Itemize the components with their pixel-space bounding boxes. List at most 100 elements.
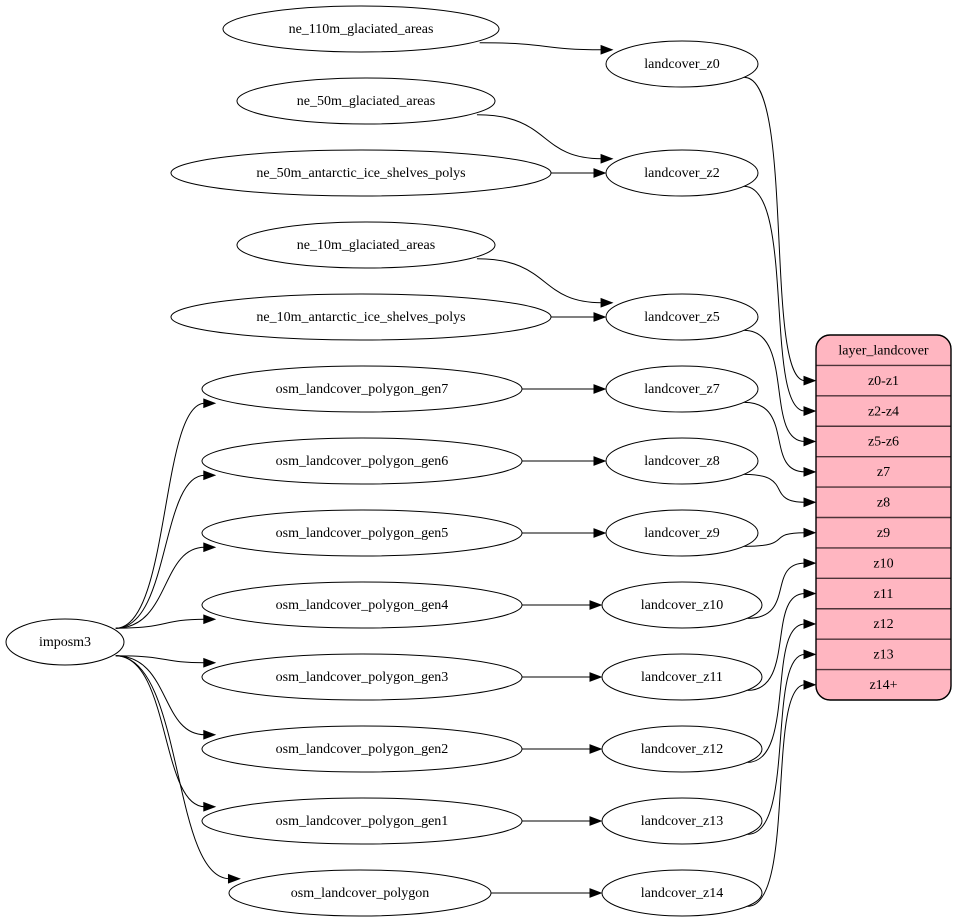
node-label: landcover_z7 (644, 382, 719, 397)
node-label: landcover_z8 (644, 454, 719, 469)
node-label: imposm3 (39, 635, 91, 650)
node-landcover-z7[interactable]: landcover_z7 (605, 365, 759, 413)
record-table[interactable]: layer_landcover z0-z1 z2-z4 z5-z6 z7 z8 z9 z10 z… (815, 334, 952, 701)
node-label: ne_50m_glaciated_areas (297, 94, 435, 109)
edge-landcover-z0-to-layer-landcover-z0-z1 (744, 76, 817, 386)
node-ne-10m-glaciated-areas[interactable]: ne_10m_glaciated_areas (236, 221, 496, 269)
node-osm-landcover-polygon-gen6[interactable]: osm_landcover_polygon_gen6 (201, 437, 523, 485)
node-osm-landcover-polygon-gen1[interactable]: osm_landcover_polygon_gen1 (201, 797, 523, 845)
record-row-label: z0-z1 (868, 374, 899, 389)
node-ne-10m-antarctic-ice-shelves-polys[interactable]: ne_10m_antarctic_ice_shelves_polys (170, 293, 552, 341)
edge-osm-landcover-polygon-gen2-to-landcover-z12 (521, 744, 603, 754)
edge-imposm3-to-osm-landcover-polygon-gen6 (115, 470, 217, 629)
node-label: landcover_z5 (644, 310, 719, 325)
edge-ne-50m-antarctic-ice-shelves-polys-to-landcover-z2 (551, 168, 607, 178)
record-row-z13[interactable]: z13 (816, 638, 951, 663)
edge-landcover-z12-to-layer-landcover-z12 (747, 619, 817, 763)
record-row-z12[interactable]: z12 (816, 608, 951, 632)
record-row-label: z9 (877, 526, 890, 541)
node-label: osm_landcover_polygon_gen2 (276, 742, 449, 757)
edge-osm-landcover-polygon-gen3-to-landcover-z11 (522, 672, 603, 682)
edge-imposm3-to-osm-landcover-polygon-gen2 (115, 655, 217, 740)
edge-landcover-z13-to-layer-landcover-z13 (747, 649, 817, 835)
edge-osm-landcover-polygon-gen6-to-landcover-z8 (522, 456, 607, 466)
record-row-label: z10 (873, 556, 893, 571)
edge-ne-50m-glaciated-areas-to-landcover-z2 (476, 114, 614, 164)
node-landcover-z8[interactable]: landcover_z8 (605, 437, 759, 485)
record-header-label: layer_landcover (838, 343, 929, 358)
node-label: osm_landcover_polygon (291, 886, 429, 901)
record-row-label: z14+ (869, 678, 897, 693)
node-landcover-z12[interactable]: landcover_z12 (601, 725, 763, 773)
edge-landcover-z14-to-layer-landcover-z14- (747, 679, 817, 907)
node-osm-landcover-polygon-gen2[interactable]: osm_landcover_polygon_gen2 (201, 725, 523, 773)
node-landcover-z2[interactable]: landcover_z2 (605, 149, 759, 197)
node-landcover-z11[interactable]: landcover_z11 (601, 653, 763, 701)
node-label: osm_landcover_polygon_gen4 (276, 598, 449, 613)
node-label: osm_landcover_polygon_gen3 (276, 670, 449, 685)
edge-osm-landcover-polygon-gen7-to-landcover-z7 (522, 384, 607, 394)
node-landcover-z10[interactable]: landcover_z10 (601, 581, 763, 629)
edge-imposm3-to-osm-landcover-polygon-gen3 (115, 655, 217, 668)
record-row-z10[interactable]: z10 (816, 547, 951, 571)
edge-landcover-z5-to-layer-landcover-z5-z6 (744, 329, 817, 447)
node-label: osm_landcover_polygon_gen1 (276, 814, 449, 829)
edge-imposm3-to-osm-landcover-polygon-gen4 (115, 614, 217, 629)
edge-ne-10m-antarctic-ice-shelves-polys-to-landcover-z5 (551, 312, 607, 322)
record-row-z8[interactable]: z8 (816, 486, 951, 511)
edge-imposm3-to-osm-landcover-polygon (115, 655, 241, 884)
node-label: landcover_z11 (641, 670, 723, 685)
edge-imposm3-to-osm-landcover-polygon-gen7 (115, 398, 217, 629)
node-label: landcover_z10 (641, 598, 723, 613)
record-row-label: z13 (873, 648, 893, 663)
node-label: osm_landcover_polygon_gen7 (276, 382, 449, 397)
node-landcover-z0[interactable]: landcover_z0 (605, 40, 759, 88)
node-label: landcover_z13 (641, 814, 723, 829)
node-label: landcover_z0 (644, 57, 719, 72)
node-landcover-z14[interactable]: landcover_z14 (601, 869, 763, 917)
record-row-z9[interactable]: z9 (816, 516, 951, 541)
node-label: landcover_z12 (641, 742, 723, 757)
record-row-z7[interactable]: z7 (816, 455, 951, 480)
edge-ne-10m-glaciated-areas-to-landcover-z5 (476, 258, 614, 308)
node-label: ne_50m_antarctic_ice_shelves_polys (256, 166, 465, 181)
node-label: landcover_z9 (644, 526, 719, 541)
node-osm-landcover-polygon-gen4[interactable]: osm_landcover_polygon_gen4 (201, 581, 523, 629)
node-osm-landcover-polygon[interactable]: osm_landcover_polygon (228, 869, 492, 917)
node-ne-110m-glaciated-areas[interactable]: ne_110m_glaciated_areas (222, 5, 500, 53)
node-landcover-z9[interactable]: landcover_z9 (605, 509, 759, 557)
node-ne-50m-antarctic-ice-shelves-polys[interactable]: ne_50m_antarctic_ice_shelves_polys (170, 149, 552, 197)
node-osm-landcover-polygon-gen3[interactable]: osm_landcover_polygon_gen3 (201, 653, 523, 701)
node-osm-landcover-polygon-gen5[interactable]: osm_landcover_polygon_gen5 (201, 509, 523, 557)
node-label: osm_landcover_polygon_gen5 (276, 526, 449, 541)
node-label: ne_110m_glaciated_areas (289, 22, 434, 37)
node-imposm3[interactable]: imposm3 (5, 618, 125, 666)
record-row-z11[interactable]: z11 (816, 577, 951, 602)
edge-landcover-z9-to-layer-landcover-z9 (744, 527, 817, 547)
edge-osm-landcover-polygon-gen1-to-landcover-z13 (522, 816, 603, 826)
node-landcover-z13[interactable]: landcover_z13 (601, 797, 763, 845)
node-label: ne_10m_antarctic_ice_shelves_polys (256, 310, 465, 325)
record-row-z5-z6[interactable]: z5-z6 (816, 425, 951, 450)
node-label: osm_landcover_polygon_gen6 (276, 454, 449, 469)
record-row-label: z8 (877, 496, 890, 511)
record-row-label: z12 (873, 617, 893, 632)
record-row-z0-z1[interactable]: z0-z1 (816, 364, 951, 389)
node-osm-landcover-polygon-gen7[interactable]: osm_landcover_polygon_gen7 (201, 365, 523, 413)
node-landcover-z5[interactable]: landcover_z5 (605, 293, 759, 341)
edge-osm-landcover-polygon-to-landcover-z14 (490, 888, 603, 898)
record-row-label: z2-z4 (868, 404, 899, 419)
record-row-label: z7 (877, 465, 890, 480)
edge-ne-110m-glaciated-areas-to-landcover-z0 (479, 42, 614, 55)
record-row-z14-[interactable]: z14+ (816, 668, 951, 693)
record-row-z2-z4[interactable]: z2-z4 (816, 395, 951, 419)
edge-osm-landcover-polygon-gen5-to-landcover-z9 (522, 528, 607, 538)
edge-landcover-z11-to-layer-landcover-z11 (747, 588, 817, 691)
edge-osm-landcover-polygon-gen4-to-landcover-z10 (522, 600, 603, 610)
edge-landcover-z2-to-layer-landcover-z2-z4 (744, 185, 817, 416)
node-ne-50m-glaciated-areas[interactable]: ne_50m_glaciated_areas (236, 77, 496, 125)
edge-imposm3-to-osm-landcover-polygon-gen5 (115, 542, 217, 629)
record-row-label: z5-z6 (868, 435, 899, 450)
